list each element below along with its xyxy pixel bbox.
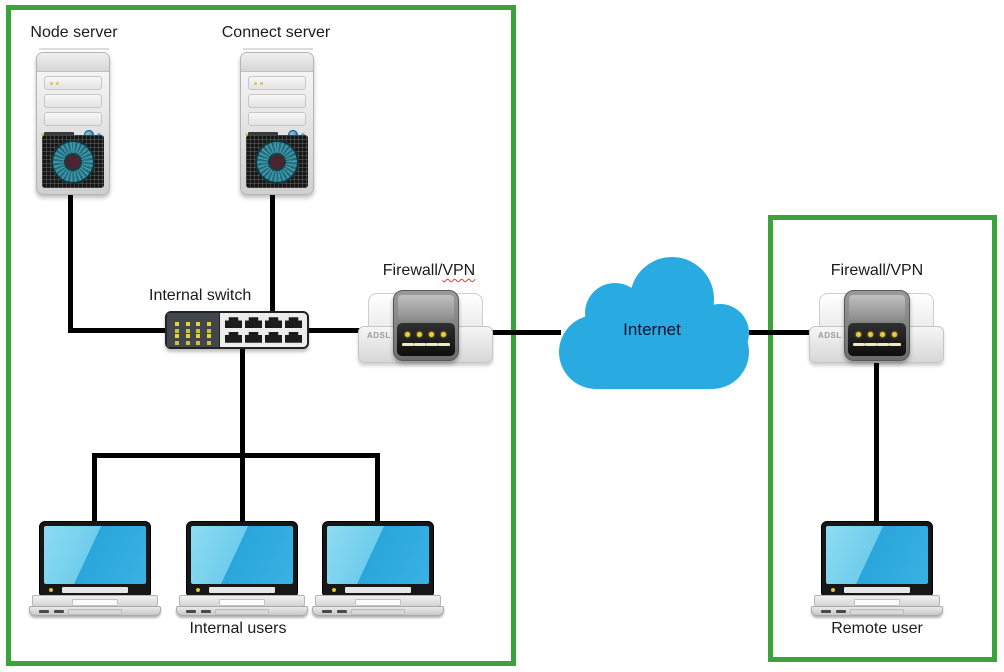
remote-user-label: Remote user <box>831 620 923 637</box>
internal-user-laptop-2 <box>176 521 308 619</box>
server-fan-icon <box>51 139 95 184</box>
firewall-left-icon: ADSL <box>358 290 493 363</box>
firewall-left-label: Firewall/VPN <box>382 262 476 279</box>
remote-network-zone-border <box>768 215 997 662</box>
connection-node-server-to-switch-horizontal <box>68 328 168 333</box>
connection-switch-to-firewall <box>307 328 360 333</box>
connection-node-server-to-switch-vertical <box>68 193 73 333</box>
internal-user-laptop-3 <box>312 521 444 619</box>
laptop-screen <box>44 526 146 584</box>
internet-label: Internet <box>623 320 681 339</box>
internal-switch-label: Internal switch <box>149 287 252 304</box>
internal-users-label: Internal users <box>189 620 287 637</box>
laptop-screen <box>327 526 429 584</box>
connection-users-branch-bus <box>92 453 380 458</box>
internal-switch-icon <box>165 311 309 349</box>
connect-server-icon <box>240 48 314 195</box>
connection-internet-to-remote-firewall <box>749 330 812 335</box>
laptop-screen <box>826 526 928 584</box>
connection-firewall-to-internet <box>491 330 561 335</box>
firewall-right-icon: ADSL <box>809 290 944 363</box>
server-fan-icon <box>255 139 299 184</box>
connection-switch-to-users-trunk <box>240 347 245 457</box>
internal-user-laptop-1 <box>29 521 161 619</box>
connection-remote-firewall-to-remote-user <box>874 361 879 526</box>
internal-network-zone-border <box>6 5 516 666</box>
laptop-screen <box>191 526 293 584</box>
switch-led-panel <box>167 313 220 347</box>
remote-user-laptop <box>811 521 943 619</box>
adsl-text: ADSL <box>367 331 391 340</box>
switch-ports <box>220 313 307 347</box>
connection-connect-server-to-switch <box>270 193 275 313</box>
adsl-text: ADSL <box>818 331 842 340</box>
connection-branch-to-laptop-1 <box>92 453 97 525</box>
node-server-label: Node server <box>30 24 118 41</box>
firewall-right-label: Firewall/VPN <box>830 262 924 279</box>
node-server-icon <box>36 48 110 195</box>
connection-branch-to-laptop-3 <box>375 453 380 525</box>
connect-server-label: Connect server <box>221 24 331 41</box>
internet-cloud-icon <box>557 253 751 393</box>
firewall-left-label-vpn: VPN <box>442 262 476 279</box>
connection-branch-to-laptop-2 <box>240 453 245 525</box>
